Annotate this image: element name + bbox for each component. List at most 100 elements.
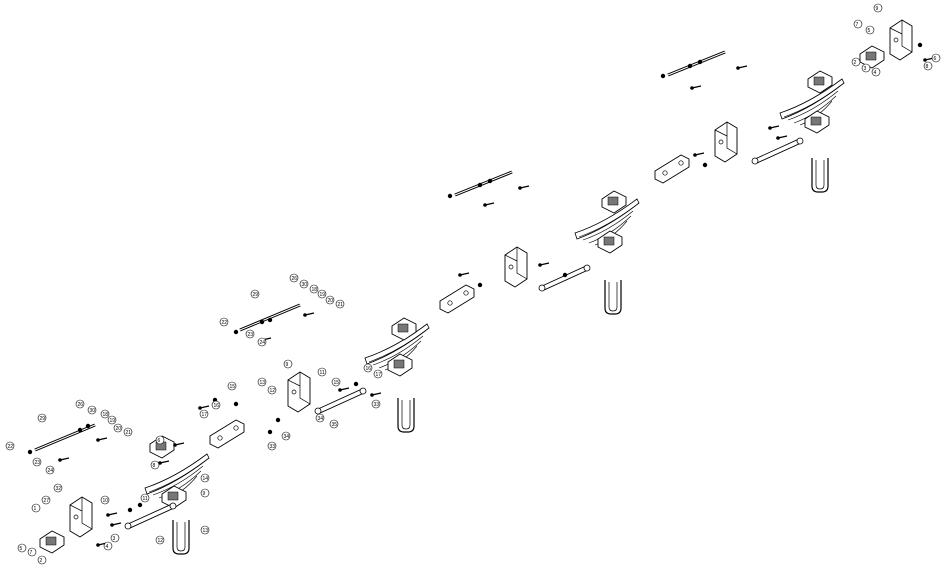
- callout: 23: [32, 457, 42, 467]
- callout-text: 19: [110, 418, 116, 424]
- callout: 26: [75, 399, 85, 409]
- callout: 27: [41, 495, 51, 505]
- callout: 20: [325, 295, 335, 305]
- callout-text: 20: [328, 298, 334, 304]
- front-hanger-1: [69, 496, 93, 538]
- callout-text: 13: [203, 528, 209, 534]
- callout: 3: [110, 533, 120, 543]
- callout: 21: [123, 427, 133, 437]
- u-bolt-1: [172, 519, 190, 555]
- callout-text: 22: [8, 444, 14, 450]
- callout: 18: [309, 284, 319, 294]
- callout-text: 32: [56, 486, 62, 492]
- callout-text: 8: [153, 463, 156, 469]
- callout: 26: [289, 273, 299, 283]
- callout-text: 21: [338, 302, 344, 308]
- callout-text: 7: [856, 22, 859, 28]
- callout-text: 19: [320, 292, 326, 298]
- callout-text: 5: [868, 28, 871, 34]
- callout-text: 15: [230, 384, 236, 390]
- callout-text: 18: [103, 412, 109, 418]
- callout: 2: [851, 57, 861, 67]
- callout-text: 20: [116, 426, 122, 432]
- callout-text: 34: [284, 434, 290, 440]
- callout: 22: [219, 317, 229, 327]
- callout: 30: [87, 405, 97, 415]
- callout-text: 24: [260, 340, 266, 346]
- callout: 4: [103, 541, 113, 551]
- callout-text: 34: [318, 416, 324, 422]
- callout: 9: [283, 359, 293, 369]
- axle-group-3: [574, 50, 804, 315]
- torque-arm-4: [751, 137, 804, 165]
- callout: 33: [267, 441, 277, 451]
- callout-text: 4: [106, 544, 109, 550]
- callout: 1: [31, 503, 41, 513]
- torque-arm-3: [538, 264, 591, 292]
- callout: 19: [317, 289, 327, 299]
- equalizer-shaft-3: [447, 170, 530, 208]
- axle-group-4: [767, 19, 935, 193]
- callout: 33: [371, 399, 381, 409]
- axle-seat-4: [804, 110, 830, 134]
- u-bolt-2: [397, 397, 415, 433]
- wear-pad-1: [39, 530, 65, 554]
- callout: 34: [281, 431, 291, 441]
- callout: 24: [257, 337, 267, 347]
- callout-text: 13: [260, 380, 266, 386]
- callout: 14: [200, 473, 210, 483]
- callout-text: 6: [158, 438, 161, 444]
- equalizer-1: [209, 419, 245, 449]
- callout: 30: [299, 279, 309, 289]
- callout-text: 16: [214, 403, 220, 409]
- torque-arm-2: [314, 387, 367, 415]
- callout: 13: [257, 377, 267, 387]
- callout-text: 6: [934, 56, 937, 62]
- callout-text: 24: [48, 468, 54, 474]
- callout: 17: [373, 369, 383, 379]
- callout-text: 12: [270, 388, 276, 394]
- callout-text: 30: [302, 282, 308, 288]
- callout: 29: [37, 413, 47, 423]
- callout-text: 21: [126, 430, 132, 436]
- callout: 11: [317, 367, 327, 377]
- callout: 23: [245, 329, 255, 339]
- callout-text: 16: [366, 366, 372, 372]
- callout: 11: [140, 493, 150, 503]
- callout-text: 23: [35, 460, 41, 466]
- callout: 7: [853, 19, 863, 29]
- callout: 6: [155, 435, 165, 445]
- callout: 7: [27, 547, 37, 557]
- equalizer-shaft-1: [27, 423, 108, 463]
- callout: 9: [200, 488, 210, 498]
- callout-text: 18: [312, 287, 318, 293]
- callout: 34: [315, 413, 325, 423]
- callout: 5: [17, 543, 27, 553]
- callout-text: 8: [926, 64, 929, 70]
- callout: 4: [871, 67, 881, 77]
- callout-text: 14: [203, 476, 209, 482]
- callout: 15: [227, 381, 237, 391]
- callout-text: 7: [30, 550, 33, 556]
- callout-text: 12: [158, 538, 164, 544]
- callout-text: 5: [20, 546, 23, 552]
- callout-text: 33: [374, 402, 380, 408]
- callout-text: 29: [253, 292, 259, 298]
- callout-text: 30: [90, 408, 96, 414]
- u-bolt-3: [604, 279, 622, 315]
- callout-text: 9: [876, 6, 879, 12]
- callout: 13: [200, 525, 210, 535]
- callout: 12: [155, 535, 165, 545]
- callout: 5: [865, 25, 875, 35]
- callout-text: 23: [248, 332, 254, 338]
- axle-seat-3: [597, 230, 623, 254]
- callout-text: 29: [40, 416, 46, 422]
- axle-group-2: [364, 170, 591, 433]
- callout: 12: [267, 385, 277, 395]
- callout: 10: [100, 495, 110, 505]
- equalizer-2: [439, 284, 475, 314]
- callout-text: 17: [376, 372, 382, 378]
- callout-text: 9: [286, 362, 289, 368]
- equalizer-shaft-4: [660, 50, 748, 91]
- callout-text: 35: [332, 422, 338, 428]
